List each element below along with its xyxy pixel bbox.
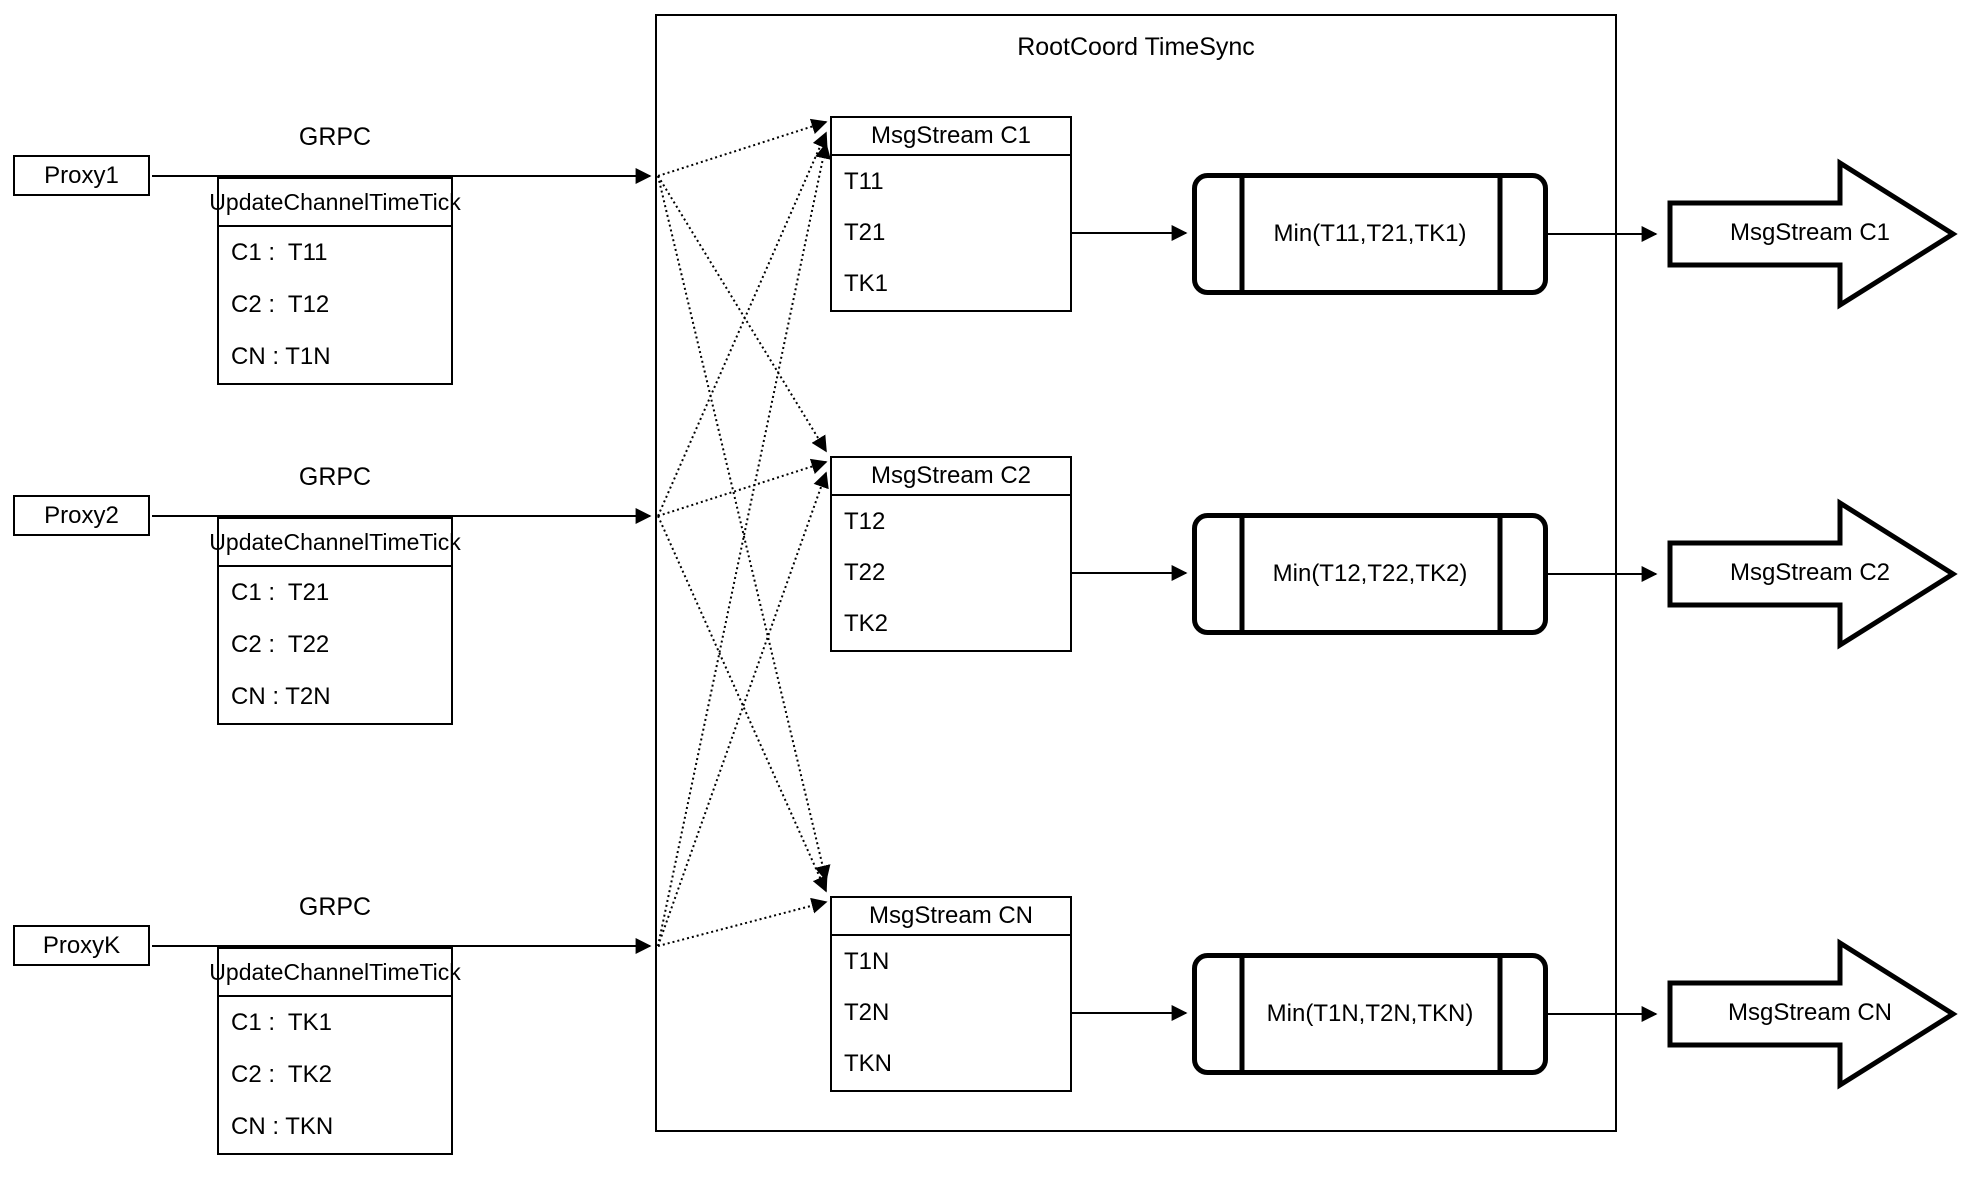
- proxy2-box: Proxy2: [13, 495, 150, 536]
- fan-line-pk-c2: [657, 471, 829, 947]
- msgstream-table-c2: MsgStream C2 T12 T22 TK2: [830, 456, 1072, 652]
- table-row: T1N: [844, 947, 890, 975]
- msgstream-table-cn: MsgStream CN T1N T2N TKN: [830, 896, 1072, 1092]
- output-arrow-label-c2: MsgStream C2: [1729, 559, 1891, 586]
- table-row: C2 : TK2: [231, 1061, 332, 1088]
- update-timetick-table-body: C1 : T11 C2 : T12 CN : T1N: [219, 227, 451, 383]
- min-box-shape-c1: [1192, 173, 1548, 295]
- output-arrow-shape-c2: [1667, 498, 1958, 650]
- update-timetick-table-body: C1 : T21 C2 : T22 CN : T2N: [219, 567, 451, 723]
- update-timetick-table-header: UpdateChannelTimeTick: [209, 179, 461, 227]
- output-arrow-label-c1: MsgStream C1: [1729, 219, 1891, 246]
- grpc-label-proxyk: GRPC: [298, 892, 372, 921]
- proxyk-box: ProxyK: [13, 925, 150, 966]
- min-box-label-c2: Min(T12,T22,TK2): [1272, 560, 1468, 587]
- table-row: T11: [844, 167, 884, 195]
- min-box-label-cn: Min(T1N,T2N,TKN): [1266, 1000, 1474, 1027]
- fan-line-p1-cn: [657, 175, 831, 882]
- output-arrow-shape-cn: [1667, 938, 1958, 1090]
- table-row: TK2: [844, 610, 889, 638]
- output-arrow-shape-c1: [1667, 158, 1958, 310]
- update-timetick-table-body: C1 : TK1 C2 : TK2 CN : TKN: [219, 997, 451, 1153]
- table-row: C1 : T11: [231, 239, 328, 266]
- msgstream-table-body: T12 T22 TK2: [832, 496, 1070, 650]
- min-process-boxes: [1192, 173, 1548, 1075]
- timetick-fan-lines: [657, 118, 831, 947]
- grpc-label-proxy1: GRPC: [298, 122, 372, 151]
- update-timetick-table-header: UpdateChannelTimeTick: [209, 519, 461, 567]
- msgstream-table-header: MsgStream C2: [832, 458, 1070, 496]
- table-row: TKN: [844, 1050, 892, 1078]
- output-arrow-shapes: [1667, 158, 1958, 1090]
- min-box-shape-cn: [1192, 953, 1548, 1075]
- table-row: CN : T2N: [231, 683, 331, 710]
- update-timetick-table-proxy1: UpdateChannelTimeTick C1 : T11 C2 : T12 …: [209, 177, 461, 385]
- table-row: C2 : T22: [231, 631, 330, 658]
- table-row: C1 : T21: [231, 579, 330, 606]
- table-row: T12: [844, 507, 886, 535]
- table-row: T2N: [844, 998, 890, 1026]
- fan-line-pk-cn: [657, 897, 828, 947]
- update-timetick-table-proxy2: UpdateChannelTimeTick C1 : T21 C2 : T22 …: [209, 517, 461, 725]
- msgstream-table-header: MsgStream C1: [832, 118, 1070, 156]
- rootcoord-container: [655, 14, 1617, 1132]
- table-row: CN : T1N: [231, 343, 331, 370]
- table-to-min-arrows: [1072, 225, 1188, 1021]
- msgstream-table-body: T1N T2N TKN: [832, 936, 1070, 1090]
- msgstream-table-header: MsgStream CN: [832, 898, 1070, 936]
- fan-line-pk-c1: [657, 142, 831, 947]
- table-row: TK1: [844, 270, 889, 298]
- msgstream-table-c1: MsgStream C1 T11 T21 TK1: [830, 116, 1072, 312]
- fan-line-p2-cn: [657, 515, 828, 893]
- table-row: T21: [844, 218, 886, 246]
- table-row: T22: [844, 558, 886, 586]
- rootcoord-title: RootCoord TimeSync: [1017, 32, 1255, 61]
- table-row: CN : TKN: [231, 1113, 334, 1140]
- min-to-output-arrows: [1548, 226, 1658, 1022]
- proxy1-box: Proxy1: [13, 155, 150, 196]
- msgstream-table-body: T11 T21 TK1: [832, 156, 1070, 310]
- table-row: C2 : T12: [231, 291, 330, 318]
- min-box-label-c1: Min(T11,T21,TK1): [1273, 220, 1467, 247]
- update-timetick-table-proxyk: UpdateChannelTimeTick C1 : TK1 C2 : TK2 …: [209, 947, 461, 1155]
- min-box-shape-c2: [1192, 513, 1548, 635]
- grpc-label-proxy2: GRPC: [298, 462, 372, 491]
- fan-line-p1-c2: [657, 175, 827, 453]
- update-timetick-table-header: UpdateChannelTimeTick: [209, 949, 461, 997]
- table-row: C1 : TK1: [231, 1009, 332, 1036]
- output-arrow-label-cn: MsgStream CN: [1727, 999, 1893, 1026]
- proxy-connector-lines: [152, 168, 652, 954]
